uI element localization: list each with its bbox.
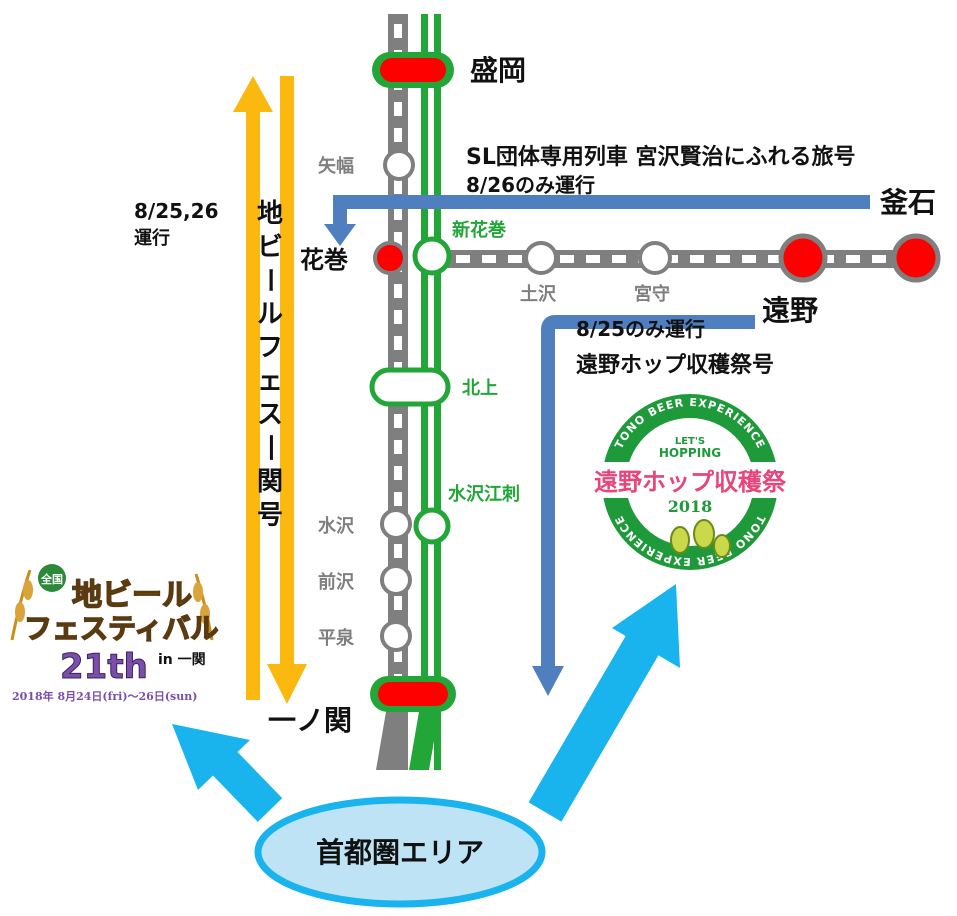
tono-logo-title: 遠野ホップ収穫祭 — [594, 468, 787, 496]
label-miyamori: 宮守 — [634, 283, 670, 305]
beerfes-train-arrow — [233, 76, 307, 704]
station-ichinoseki — [370, 676, 456, 712]
beerfes-suffix: in 一関 — [158, 652, 206, 668]
beerfes-train-name-char: ビ — [257, 233, 283, 263]
rail-tie — [394, 284, 402, 298]
sl-train-route — [324, 195, 870, 246]
station-kitakami — [369, 367, 451, 407]
kamaishi-line — [440, 250, 920, 268]
label-mizusawa: 水沢 — [318, 515, 355, 537]
sl-train-name: SL団体専用列車 宮沢賢治にふれる旅号 — [466, 144, 856, 170]
rail-tie — [846, 255, 860, 263]
tokyo-arrow-left — [172, 724, 283, 822]
rail-tie — [394, 232, 402, 246]
beerfes-train-name-char: 号 — [257, 501, 283, 531]
tono-logo-year: 2018 — [668, 497, 713, 516]
rail-tie — [716, 255, 730, 263]
station-tsuchizawa — [524, 241, 558, 275]
beerfes-logo: 全国 地ビール フェスティバル 21th in 一関 2018年 8月24日(f… — [10, 564, 219, 703]
label-ichinoseki: 一ノ関 — [268, 704, 352, 737]
rail-tie — [690, 255, 704, 263]
rail-tie — [768, 255, 782, 263]
station-tono — [778, 233, 828, 283]
beerfes-train-name-char: ー — [254, 267, 284, 293]
tono-logo-sub-2: HOPPING — [659, 446, 721, 460]
rail-tie — [394, 206, 402, 220]
label-hanamaki: 花巻 — [300, 246, 348, 274]
rail-tie — [394, 310, 402, 324]
label-hiraizumi: 平泉 — [318, 627, 355, 649]
rail-tie — [394, 24, 402, 38]
beerfes-train-name-char: フ — [257, 333, 283, 363]
tono-logo-sub-1: LET'S — [675, 436, 705, 447]
label-kamaishi: 釜石 — [879, 186, 936, 219]
label-tono: 遠野 — [762, 294, 818, 327]
label-kitakami: 北上 — [462, 378, 498, 399]
beerfes-train-date-2: 運行 — [134, 227, 170, 249]
tokyo-area-ellipse — [254, 796, 546, 908]
hop-train-name: 遠野ホップ収穫祭号 — [576, 352, 774, 378]
beerfes-train-name-char: 一 — [254, 434, 284, 460]
rail-tie — [394, 128, 402, 142]
beerfes-train-name-char: 地 — [257, 199, 283, 229]
rail-tie — [872, 255, 886, 263]
rail-tie — [394, 492, 402, 506]
station-mizusawa-esashi — [413, 507, 451, 545]
station-mizusawa — [380, 508, 412, 540]
label-yahaba: 矢幅 — [318, 155, 354, 177]
station-maesawa — [380, 564, 412, 596]
label-maesawa: 前沢 — [318, 571, 355, 593]
label-mizusawa-esashi: 水沢江刺 — [448, 483, 520, 505]
wheat-icon — [10, 569, 214, 641]
beerfes-train-name-char: ル — [257, 300, 283, 330]
beerfes-train-name-char: ス — [257, 400, 283, 430]
rail-tie — [394, 440, 402, 454]
beerfes-edition: 21th — [60, 647, 148, 687]
rail-tie — [482, 255, 496, 263]
sl-train-date: 8/26のみ運行 — [466, 173, 595, 197]
label-tsuchizawa: 土沢 — [520, 283, 557, 305]
rail-tie — [394, 102, 402, 116]
beerfes-line1: 地ビール — [72, 578, 192, 613]
rail-tie — [586, 255, 600, 263]
tono-hop-logo: TONO BEER EXPERIENCE TONO BEER EXPERIENC… — [588, 394, 792, 570]
station-hanamaki — [373, 241, 407, 275]
station-kamaishi — [891, 233, 941, 283]
station-shin-hanamaki — [412, 236, 452, 276]
hop-train-date: 8/25のみ運行 — [576, 317, 705, 341]
tokyo-arrow-right — [528, 584, 680, 822]
rail-tie — [456, 255, 470, 263]
hop-train-route — [532, 315, 755, 696]
beerfes-date: 2018年 8月24日(fri)〜26日(sun) — [12, 689, 197, 703]
rail-tie — [394, 648, 402, 662]
rail-tie — [742, 255, 756, 263]
rail-tie — [394, 466, 402, 480]
rail-tie — [508, 255, 522, 263]
beerfes-line2: フェスティバル — [24, 612, 218, 645]
rail-tie — [560, 255, 574, 263]
rail-tie — [394, 180, 402, 194]
station-morioka — [372, 52, 454, 88]
label-morioka: 盛岡 — [470, 54, 526, 87]
beerfes-badge: 全国 — [40, 572, 63, 586]
beerfes-train-name-char: 関 — [257, 467, 283, 497]
rail-tie — [394, 544, 402, 558]
beerfes-train-date-1: 8/25,26 — [134, 199, 218, 223]
rail-tie — [394, 414, 402, 428]
rail-tie — [394, 336, 402, 350]
station-miyamori — [638, 241, 672, 275]
tokyo-area-label: 首都圏エリア — [316, 836, 484, 869]
hop-cone-icon — [670, 519, 731, 558]
beerfes-train-name-char: ェ — [257, 367, 283, 397]
station-yahaba — [383, 149, 415, 181]
rail-tie — [612, 255, 626, 263]
label-shin-hanamaki: 新花巻 — [452, 219, 507, 241]
rail-tie — [394, 596, 402, 610]
station-hiraizumi — [380, 620, 412, 652]
